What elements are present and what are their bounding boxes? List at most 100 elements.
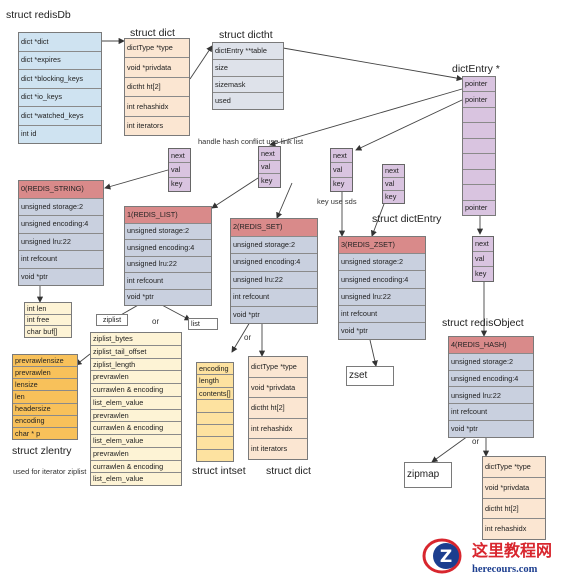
robj-hash-field-0: 4(REDIS_HASH) <box>449 337 533 354</box>
title-dict: struct dict <box>130 27 175 39</box>
logo-mark: Z 这里教程网 herecours.com <box>422 538 552 575</box>
intset-field-4 <box>197 412 233 425</box>
set-dict-field-0: dictType *type <box>249 357 307 378</box>
ziplist-field-4: currawlen & encoding <box>91 384 181 397</box>
redisdb-field-0: dict *dict <box>19 33 101 52</box>
arrow-list-to-list <box>159 303 191 321</box>
entry-d-field-1: val <box>383 178 404 191</box>
title-redisdb: struct redisDb <box>6 9 71 21</box>
ziplist-field-1: ziplist_tail_offset <box>91 345 181 359</box>
title-zlentry: struct zlentry <box>12 445 72 457</box>
entry-b-field-0: next <box>259 147 280 161</box>
ziplist-field-7: currawlen & encoding <box>91 422 181 435</box>
title-dict-set: struct dict <box>266 465 311 477</box>
entry-b-field-2: key <box>259 174 280 187</box>
entry-c-field-0: next <box>331 149 352 164</box>
note-hash-conflict: handle hash conflict use link list <box>198 137 304 146</box>
zipmap-label: zipmap <box>405 463 451 487</box>
zlentry-field-5: encoding <box>13 415 77 428</box>
robj-string-field-0: 0(REDIS_STRING) <box>19 181 103 199</box>
note-zlentry-iterator: used for iterator ziplist <box>13 467 87 476</box>
dictentry-array-field-8: pointer <box>463 200 495 215</box>
redisdb-field-4: dict *watched_keys <box>19 107 101 126</box>
entry-e-field-2: key <box>473 267 493 281</box>
intset-field-5 <box>197 424 233 438</box>
dictht-field-3: used <box>213 93 283 109</box>
arrow-hash-to-zipmap <box>431 435 469 463</box>
dict-field-0: dictType *type <box>125 39 189 59</box>
intset-field-3 <box>197 400 233 413</box>
zlentry-field-1: prevrawlen <box>13 367 77 380</box>
entry-c-field-1: val <box>331 163 352 178</box>
robj-set-field-2: unsigned encoding:4 <box>231 254 317 272</box>
redisdb-field-5: int id <box>19 125 101 143</box>
entry-d-field-0: next <box>383 165 404 178</box>
arrow-dict-to-dictht <box>189 45 213 80</box>
entry-a-field-0: next <box>169 149 190 164</box>
zset-label: zset <box>347 367 393 385</box>
robj-zset-field-5: void *ptr <box>339 322 425 339</box>
robj-list-field-2: unsigned encoding:4 <box>125 240 211 257</box>
entry-a-field-2: key <box>169 177 190 191</box>
dictentry-array-field-0: pointer <box>463 77 495 93</box>
robj-string-field-1: unsigned storage:2 <box>19 198 103 216</box>
arrow-array-to-entry-d <box>355 99 463 151</box>
entry-d-field-2: key <box>383 191 404 203</box>
set-dict-field-4: int iterators <box>249 439 307 459</box>
note-key-sds: key use sds <box>317 197 357 206</box>
dict-field-1: void *privdata <box>125 58 189 78</box>
list-label-box: list <box>188 318 218 330</box>
arrow-entry-a-to-string <box>104 169 169 190</box>
intset-field-7 <box>197 449 233 461</box>
hash-dict-field-1: void *privdata <box>483 477 545 499</box>
robj-list-field-3: unsigned lru:22 <box>125 256 211 273</box>
dictentry-array-field-3 <box>463 123 495 139</box>
ziplist-field-9: prevrawlen <box>91 447 181 461</box>
ziplist-field-2: ziplist_length <box>91 358 181 372</box>
robj-list-field-0: 1(REDIS_LIST) <box>125 207 211 224</box>
ziplist-field-3: prevrawlen <box>91 371 181 384</box>
zlentry-field-0: prevrawlensize <box>13 355 77 368</box>
dict-field-3: int rehashidx <box>125 97 189 117</box>
entry-e-field-0: next <box>473 237 493 252</box>
robj-string-field-4: int refcount <box>19 251 103 269</box>
label-or-list: or <box>152 317 160 326</box>
zset-box: zset <box>346 366 394 386</box>
robj-hash-field-1: unsigned storage:2 <box>449 353 533 371</box>
set-dict-field-3: int rehashidx <box>249 418 307 440</box>
intset-field-2: contents[] <box>197 387 233 401</box>
arrow-dictht-to-array <box>282 47 463 82</box>
sdshdr-field-2: char buf[] <box>25 326 71 337</box>
robj-set-field-0: 2(REDIS_SET) <box>231 219 317 237</box>
dictentry-array-field-4 <box>463 138 495 155</box>
hash-dict-field-0: dictType *type <box>483 457 545 478</box>
intset-field-0: encoding <box>197 363 233 376</box>
ziplist-label-box: ziplist <box>96 314 128 326</box>
dictentry-array-field-5 <box>463 154 495 170</box>
robj-hash-field-4: int refcount <box>449 404 533 422</box>
hash-dict-field-3: int rehashidx <box>483 519 545 539</box>
label-or-hash: or <box>472 437 480 446</box>
title-dictht: struct dictht <box>219 29 273 41</box>
hash-dict-field-2: dictht ht[2] <box>483 498 545 520</box>
title-intset: struct intset <box>192 465 246 477</box>
robj-list-field-5: void *ptr <box>125 289 211 305</box>
arrow-ziplist-to-zlentry <box>75 353 91 366</box>
robj-zset-field-2: unsigned encoding:4 <box>339 271 425 289</box>
dictentry-array-field-7 <box>463 185 495 201</box>
ziplist-field-0: ziplist_bytes <box>91 333 181 346</box>
dictentry-array-field-6 <box>463 169 495 186</box>
